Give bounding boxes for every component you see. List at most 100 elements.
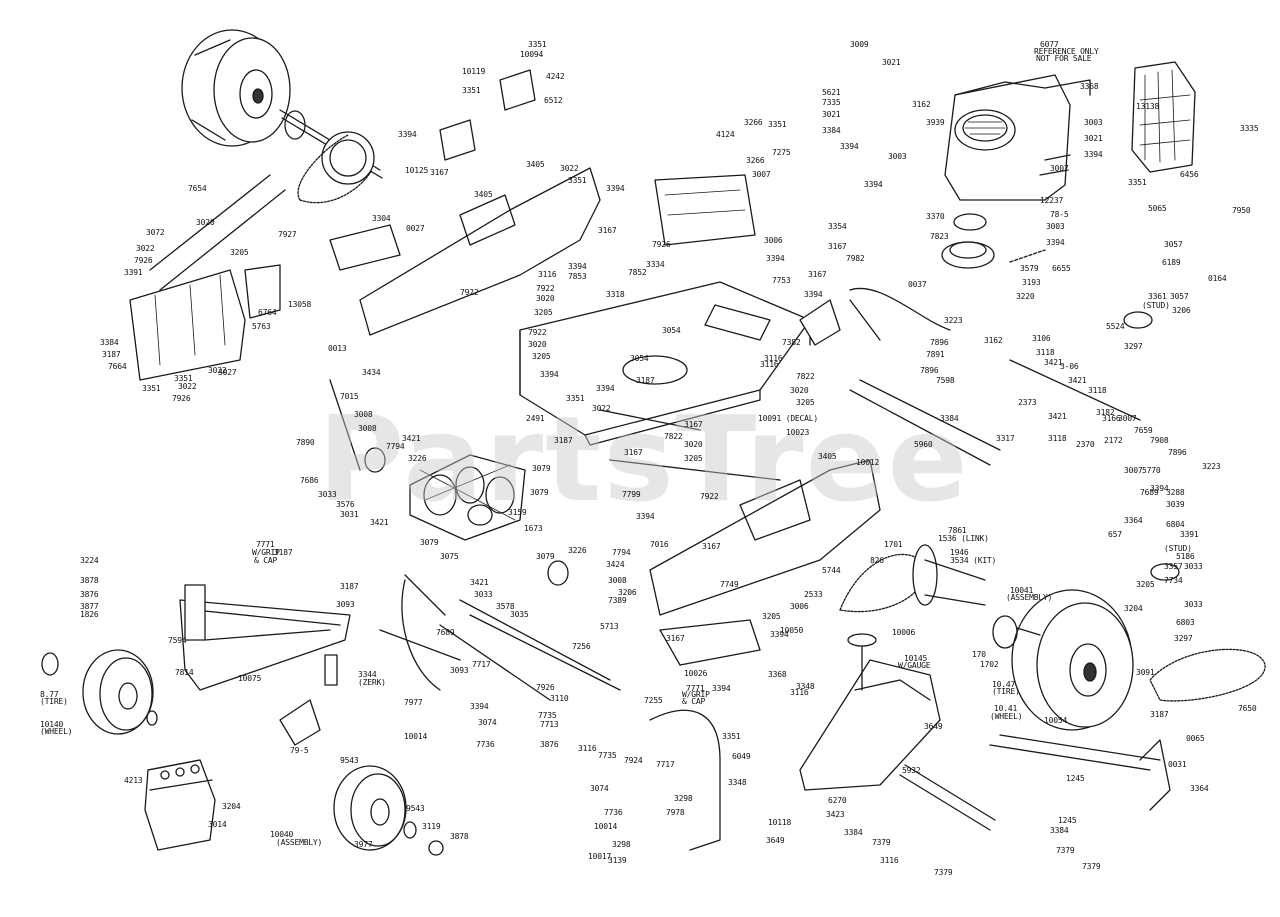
part-callout: 3288 <box>1166 488 1185 497</box>
part-callout: 7978 <box>666 808 685 817</box>
part-callout: 3394 <box>540 370 559 379</box>
rod <box>329 379 361 471</box>
part-callout: 7379 <box>872 838 891 847</box>
part-callout: 3027 <box>218 368 237 377</box>
part-callout: NOT FOR SALE <box>1036 54 1092 63</box>
front-wheel-left <box>41 649 158 735</box>
steering-shaft <box>849 379 1001 466</box>
part-callout: 7664 <box>108 362 127 371</box>
part-callout: 4242 <box>546 72 565 81</box>
part-callout: 7890 <box>296 438 315 447</box>
part-callout: 3139 <box>608 856 627 865</box>
part-callout: 3033 <box>1184 600 1203 609</box>
part-callout: 1536 (LINK) <box>938 534 989 543</box>
part-callout: 7379 <box>1082 862 1101 871</box>
part-callout: 3878 <box>80 576 99 585</box>
part-callout: 3977 <box>354 840 373 849</box>
part-callout: 10.41 <box>994 704 1018 713</box>
part-callout: 7926 <box>536 683 555 692</box>
part-callout: 0164 <box>1208 274 1227 283</box>
part-callout: 3335 <box>1240 124 1259 133</box>
part-callout: 3007 <box>1050 164 1069 173</box>
part-callout: (WHEEL) <box>990 712 1023 721</box>
part-callout: 3162 <box>912 100 931 109</box>
part-callout: 3072 <box>146 228 165 237</box>
part-callout: 10012 <box>856 458 880 467</box>
part-callout: 6077 <box>1040 40 1059 49</box>
part-callout: 3193 <box>1022 278 1041 287</box>
part-callout: 3394 <box>636 512 655 521</box>
part-callout: 7735 <box>598 751 617 760</box>
part-callout: 3405 <box>474 190 493 199</box>
part-callout: 3205 <box>684 454 703 463</box>
part-callout: 7382 <box>782 338 801 347</box>
part-callout: 3226 <box>568 546 587 555</box>
part-callout: 3351 <box>568 176 587 185</box>
bracket <box>279 699 321 746</box>
part-callout: & CAP <box>254 556 278 565</box>
part-callout: 3394 <box>606 184 625 193</box>
part-callout: 3118 <box>1036 348 1055 357</box>
part-callout: W/GRIP <box>682 690 710 699</box>
part-callout: 3003 <box>1046 222 1065 231</box>
part-callout: 7977 <box>404 698 423 707</box>
part-callout: 2373 <box>1018 398 1037 407</box>
part-callout: 7922 <box>528 328 547 337</box>
part-callout: (ASSEMBLY) <box>1006 593 1053 602</box>
hood <box>799 633 941 791</box>
part-callout: 3394 <box>712 684 731 693</box>
part-callout: 10054 <box>1044 716 1068 725</box>
part-callout: 5763 <box>252 322 271 331</box>
part-callout: 3119 <box>422 822 441 831</box>
part-callout: 5744 <box>822 566 841 575</box>
part-callout: 3093 <box>336 600 355 609</box>
part-callout: 3033 <box>318 490 337 499</box>
bracket <box>439 119 476 161</box>
part-callout: 7650 <box>1238 704 1257 713</box>
part-callout: 7713 <box>540 720 559 729</box>
part-callout: 3421 <box>1068 376 1087 385</box>
part-callout: 3116 <box>578 744 597 753</box>
part-callout: 7717 <box>656 760 675 769</box>
part-callout: 3039 <box>1166 500 1185 509</box>
left-frame-rail <box>359 167 601 336</box>
part-callout: 5713 <box>600 622 619 631</box>
part-callout: 3394 <box>1150 484 1169 493</box>
part-callout: 7015 <box>340 392 359 401</box>
part-callout: 657 <box>1108 530 1122 539</box>
part-callout: 3334 <box>646 260 665 269</box>
drive-belt <box>839 544 986 613</box>
part-callout: 3021 <box>1084 134 1103 143</box>
part-callout: 3351 <box>528 40 547 49</box>
part-callout: 1245 <box>1058 816 1077 825</box>
part-callout: 3116 <box>790 688 809 697</box>
part-callout: 10014 <box>404 732 428 741</box>
part-callout: 10119 <box>462 67 486 76</box>
part-callout: 3384 <box>822 126 841 135</box>
part-callout: 3351 <box>174 374 193 383</box>
part-callout: 3348 <box>796 682 815 691</box>
part-callout: 9543 <box>406 804 425 813</box>
part-callout: 3006 <box>790 602 809 611</box>
part-callout: 3187 <box>340 582 359 591</box>
part-callout: 3003 <box>888 152 907 161</box>
pivot-bar <box>1009 359 1141 421</box>
part-callout: 3022 <box>178 382 197 391</box>
part-callout: 9543 <box>340 756 359 765</box>
bracket <box>659 619 761 666</box>
part-callout: (TIRE) <box>992 687 1020 696</box>
drag-link <box>439 599 621 701</box>
part-callout: 3298 <box>612 840 631 849</box>
part-callout: 3007 <box>1118 414 1137 423</box>
rear-axle <box>279 109 383 204</box>
part-callout: 3022 <box>592 404 611 413</box>
part-callout: 5621 <box>822 88 841 97</box>
part-callout: 7736 <box>604 808 623 817</box>
part-callout: 3368 <box>1080 82 1099 91</box>
part-callout: 3187 <box>554 436 573 445</box>
part-callout: 3384 <box>100 338 119 347</box>
part-callout: 6189 <box>1162 258 1181 267</box>
part-callout: 7926 <box>652 240 671 249</box>
part-callout: 8.77 <box>40 690 59 699</box>
part-callout: W/GRIP <box>252 548 280 557</box>
